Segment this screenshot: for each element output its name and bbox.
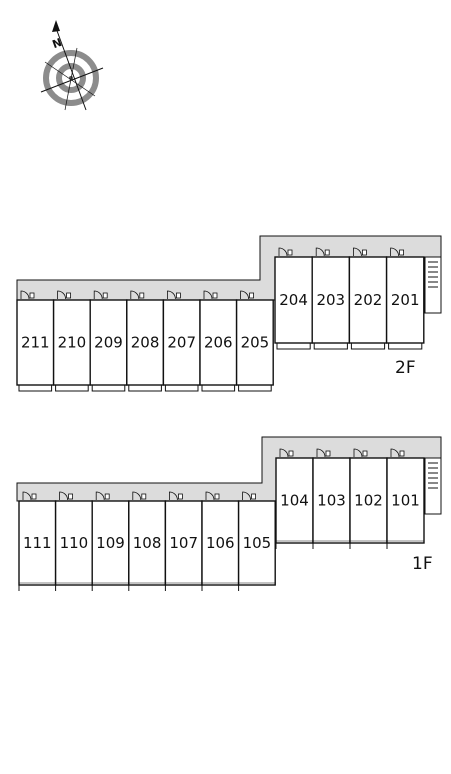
unit-number-label: 107 xyxy=(169,534,198,552)
floor-1f-units: 111 110 109 108 107 106 105 104 103 102 101 xyxy=(18,448,425,591)
unit-210: 210 xyxy=(52,290,91,392)
unit-107: 107 xyxy=(164,491,203,591)
unit-number-label: 101 xyxy=(391,492,420,510)
unit-number-label: 208 xyxy=(131,334,160,352)
unit-number-label: 102 xyxy=(354,492,383,510)
floor-2f-stairs-icon xyxy=(424,256,442,314)
unit-number-label: 204 xyxy=(279,291,308,309)
unit-101: 101 xyxy=(386,448,425,549)
unit-number-label: 202 xyxy=(354,291,383,309)
unit-number-label: 110 xyxy=(60,534,89,552)
floor-1f-stairs-icon xyxy=(424,457,442,515)
unit-110: 110 xyxy=(54,491,93,591)
unit-number-label: 108 xyxy=(133,534,162,552)
unit-number-label: 111 xyxy=(23,534,52,552)
unit-number-label: 206 xyxy=(204,334,233,352)
unit-number-label: 105 xyxy=(243,534,272,552)
unit-102: 102 xyxy=(349,448,388,549)
unit-105: 105 xyxy=(237,491,276,591)
unit-number-label: 103 xyxy=(317,492,346,510)
unit-number-label: 201 xyxy=(391,291,420,309)
floor-1f-plan: 111 110 109 108 107 106 105 104 103 102 101 1F xyxy=(16,436,442,591)
unit-number-label: 104 xyxy=(280,492,309,510)
unit-201: 201 xyxy=(385,247,425,350)
unit-number-label: 203 xyxy=(316,291,345,309)
unit-number-label: 205 xyxy=(241,334,270,352)
floor-2f-label: 2F xyxy=(395,358,416,378)
unit-207: 207 xyxy=(162,290,201,392)
unit-208: 208 xyxy=(126,290,165,392)
unit-109: 109 xyxy=(91,491,130,591)
unit-108: 108 xyxy=(128,491,167,591)
unit-111: 111 xyxy=(18,491,57,591)
floor-2f-units: 211 210 209 208 207 206 205 204 203 202 201 xyxy=(16,247,425,392)
unit-number-label: 109 xyxy=(96,534,125,552)
unit-106: 106 xyxy=(201,491,240,591)
unit-204: 204 xyxy=(274,247,313,350)
unit-211: 211 xyxy=(16,290,55,392)
unit-202: 202 xyxy=(348,247,388,350)
unit-104: 104 xyxy=(275,448,314,549)
floor-1f-label: 1F xyxy=(412,554,433,574)
unit-number-label: 210 xyxy=(58,334,87,352)
unit-203: 203 xyxy=(311,247,351,350)
unit-209: 209 xyxy=(89,290,128,392)
north-label: N xyxy=(51,36,64,51)
unit-205: 205 xyxy=(235,290,274,392)
unit-number-label: 106 xyxy=(206,534,235,552)
unit-number-label: 207 xyxy=(167,334,196,352)
unit-number-label: 211 xyxy=(21,334,50,352)
unit-206: 206 xyxy=(199,290,238,392)
compass-rose-icon: N xyxy=(40,20,104,111)
unit-number-label: 209 xyxy=(94,334,123,352)
floor-2f-plan: 211 210 209 208 207 206 205 204 203 202 201 2F xyxy=(16,235,442,392)
unit-103: 103 xyxy=(312,448,351,549)
